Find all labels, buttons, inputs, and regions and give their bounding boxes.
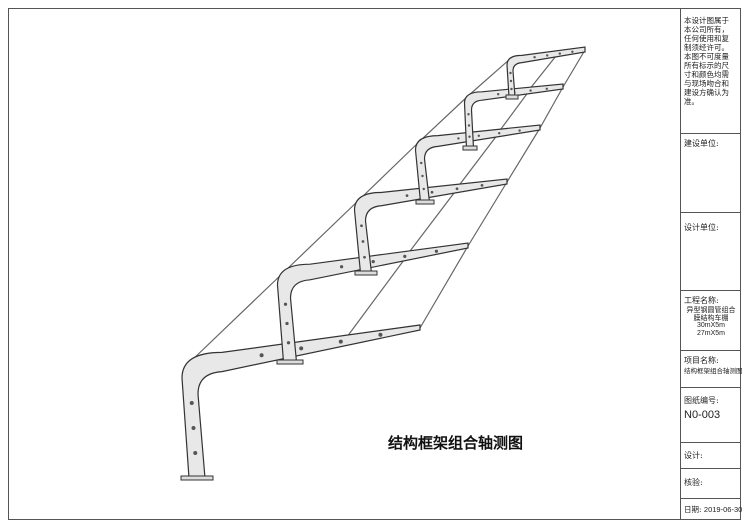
bolt xyxy=(363,255,366,259)
steel-frame xyxy=(181,324,421,479)
bolt xyxy=(498,132,501,135)
cable xyxy=(529,52,560,90)
steel-frame xyxy=(414,124,541,203)
project-size: 27mX5m xyxy=(696,330,725,337)
base-plate xyxy=(180,475,214,481)
cable xyxy=(359,140,421,200)
bolt xyxy=(545,87,548,91)
bolt xyxy=(361,240,365,243)
bolt xyxy=(299,346,304,351)
drawing-no-label: 图纸编号: xyxy=(684,396,719,405)
item-label: 项目名称: xyxy=(684,356,719,365)
date-value: 2019-06-30 xyxy=(703,505,743,514)
bolt xyxy=(193,451,198,455)
bolt xyxy=(467,113,470,116)
bolt xyxy=(518,129,521,132)
notice-line: 本图不可度量 xyxy=(684,52,729,61)
bolt xyxy=(286,341,291,345)
notice-line: 任何使用和复 xyxy=(684,34,729,43)
steel-frame xyxy=(506,46,586,98)
base-plate xyxy=(505,94,519,100)
bolt xyxy=(480,184,484,187)
drawing-caption: 结构框架组合轴测图 xyxy=(388,434,524,452)
bolt xyxy=(405,194,409,197)
bolt xyxy=(285,321,289,326)
bolt xyxy=(497,93,500,96)
cable xyxy=(539,86,564,129)
cable xyxy=(189,271,285,363)
bolt xyxy=(422,187,425,191)
bolt xyxy=(546,54,549,57)
bolt xyxy=(477,134,480,137)
bolt xyxy=(420,161,423,165)
client-label: 建设单位: xyxy=(684,139,719,148)
bolt xyxy=(430,190,434,194)
bolt xyxy=(468,135,471,138)
date-label: 日期: xyxy=(684,505,702,514)
cable xyxy=(506,127,541,183)
base-plate xyxy=(276,359,304,365)
bolt xyxy=(509,79,513,83)
cable xyxy=(455,133,499,191)
bolt xyxy=(455,187,459,191)
copyright-notice: 本设计图属于本公司所有，任何使用和复制须经许可。本图不可度量所有标示的尺寸和颜色… xyxy=(681,8,741,134)
bolt xyxy=(434,249,439,253)
sheet-border xyxy=(8,8,741,520)
bolt xyxy=(360,224,363,228)
bolt xyxy=(283,302,288,306)
notice-line: 与现场吻合和 xyxy=(684,79,729,88)
bolt xyxy=(371,259,375,264)
notice-line: 所有标示的尺 xyxy=(684,61,729,70)
cable xyxy=(467,58,511,97)
drawing-no: N0-003 xyxy=(684,409,721,421)
bolt xyxy=(467,124,471,127)
cable xyxy=(467,181,508,247)
title-block: 本设计图属于本公司所有，任何使用和复制须经许可。本图不可度量所有标示的尺寸和颜色… xyxy=(680,8,743,520)
notice-line: 本设计图属于 xyxy=(684,16,729,25)
bolt xyxy=(510,87,513,91)
project-name-line: 异型钢圆管组合 xyxy=(686,306,736,314)
project-size: 30mX5m xyxy=(696,322,725,329)
cable xyxy=(497,89,531,134)
bolt xyxy=(457,137,460,140)
bolt xyxy=(189,401,194,405)
steel-frame xyxy=(463,83,564,149)
bolt xyxy=(509,71,512,75)
notice-line: 寸和颜色均需 xyxy=(684,70,729,79)
cable xyxy=(419,95,469,142)
bolt xyxy=(529,89,532,92)
bolt xyxy=(558,52,561,55)
cable xyxy=(403,190,457,260)
bolt xyxy=(259,353,264,358)
base-plate xyxy=(462,145,478,151)
designer-org-label: 设计单位: xyxy=(684,223,719,232)
base-plate xyxy=(354,270,378,276)
check-label: 核验: xyxy=(684,478,703,487)
bolt xyxy=(421,174,424,178)
cable xyxy=(419,245,469,329)
project-name-line: 膜结构车棚 xyxy=(693,314,729,322)
cable xyxy=(339,260,405,348)
notice-line: 准。 xyxy=(684,97,699,106)
bolt xyxy=(533,56,536,59)
base-plate xyxy=(415,199,435,205)
notice-line: 制须经许可。 xyxy=(684,43,729,52)
cable xyxy=(562,49,586,88)
bolt xyxy=(191,426,196,430)
item-name: 结构框架组合轴测图 xyxy=(684,367,743,375)
bolt xyxy=(571,50,574,53)
bolt xyxy=(378,332,383,337)
bolt xyxy=(403,254,407,259)
cable xyxy=(283,198,361,273)
project-label: 工程名称: xyxy=(684,296,719,305)
design-label: 设计: xyxy=(684,451,703,460)
steel-frame xyxy=(276,242,469,363)
notice-line: 本公司所有， xyxy=(684,25,729,34)
bolt xyxy=(339,265,344,269)
steel-frame xyxy=(353,178,508,274)
notice-line: 建设方确认为 xyxy=(684,88,729,97)
bolt xyxy=(338,339,343,344)
